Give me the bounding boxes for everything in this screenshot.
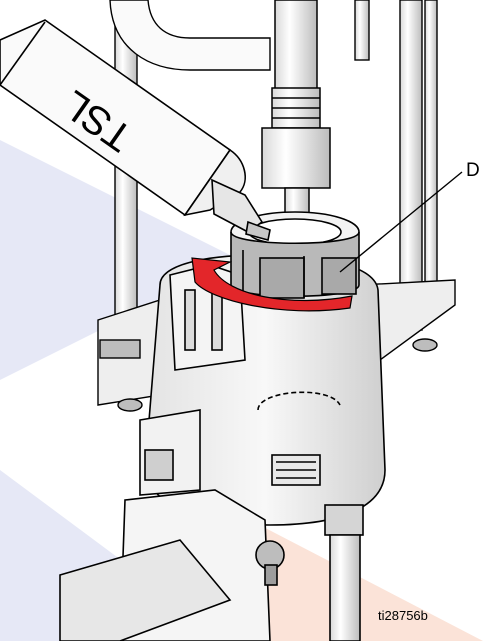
piston-rod (261, 0, 331, 249)
callout-label-d: D (466, 160, 480, 181)
curved-arrow-icon (191, 257, 353, 312)
sealant-bottle: TSL (0, 19, 271, 241)
mount-bracket (97, 279, 456, 412)
lower-pump (59, 489, 364, 641)
pump-body (139, 254, 386, 526)
callout-leader-line (339, 171, 463, 273)
figure-id: ti28756b (378, 608, 428, 623)
packing-nut (230, 211, 360, 299)
